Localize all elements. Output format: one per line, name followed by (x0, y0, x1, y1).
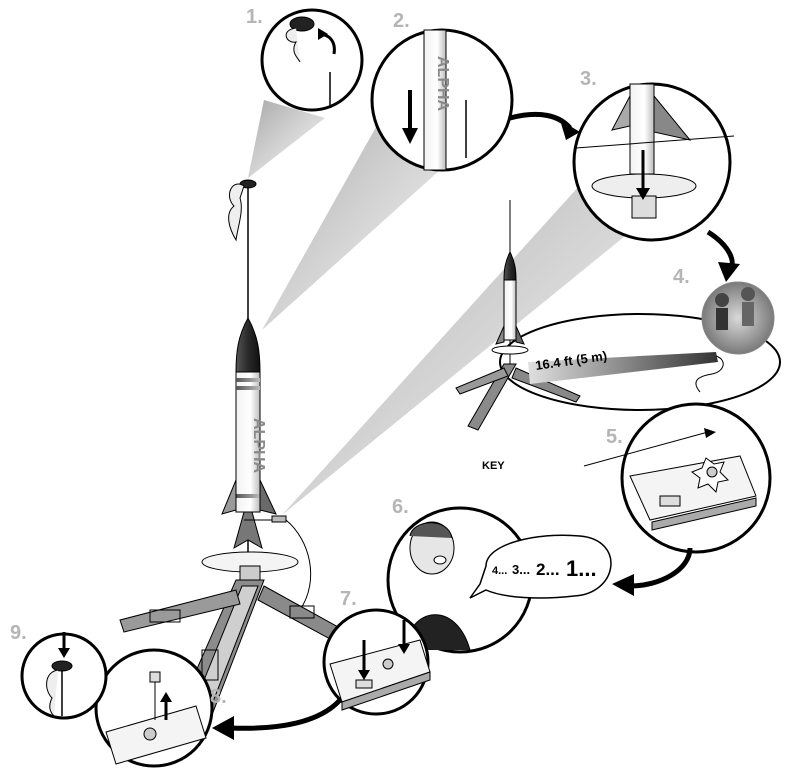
beam-step-1 (248, 100, 325, 178)
distant-launch-assembly: 16.4 ft (5 m) (455, 200, 781, 431)
distance-trail (528, 352, 718, 384)
countdown-1: 1... (566, 556, 597, 581)
step-number-3: 3. (580, 68, 597, 90)
detail-step-1 (260, 8, 364, 112)
step-number-4: 4. (673, 266, 690, 288)
detail-step-5 (583, 402, 772, 554)
step-number-7: 7. (340, 588, 357, 610)
step-number-6: 6. (392, 496, 409, 518)
detail-step-9 (20, 632, 108, 720)
beam-step-3 (282, 185, 630, 515)
key-label: KEY (482, 460, 505, 472)
step2-rocket-label: ALPHA (434, 56, 451, 112)
step-number-5: 5. (606, 426, 623, 448)
flow-arrows (212, 111, 740, 740)
safety-key-icon (690, 457, 730, 494)
wadding-icon (228, 179, 257, 242)
rocket-label: ALPHA (250, 418, 267, 474)
detail-step-2: ALPHA (370, 28, 514, 172)
detail-step-6: 4... 3... 2... 1... (386, 506, 612, 654)
countdown-4: 4... (492, 565, 507, 577)
igniter-clips (244, 515, 312, 611)
step-number-1: 1. (246, 6, 263, 28)
person-icon (701, 281, 775, 355)
beam-step-2 (262, 120, 440, 330)
step-number-2: 2. (393, 10, 410, 32)
countdown-2: 2... (536, 560, 560, 579)
countdown-3: 3... (512, 562, 530, 577)
step-number-9: 9. (10, 622, 27, 644)
projection-beams (248, 100, 630, 515)
detail-step-7 (322, 608, 431, 716)
rocket-icon: ALPHA (221, 316, 277, 550)
detail-step-8 (94, 648, 214, 768)
step-number-8: 8. (210, 686, 227, 708)
detail-step-3 (572, 82, 735, 242)
